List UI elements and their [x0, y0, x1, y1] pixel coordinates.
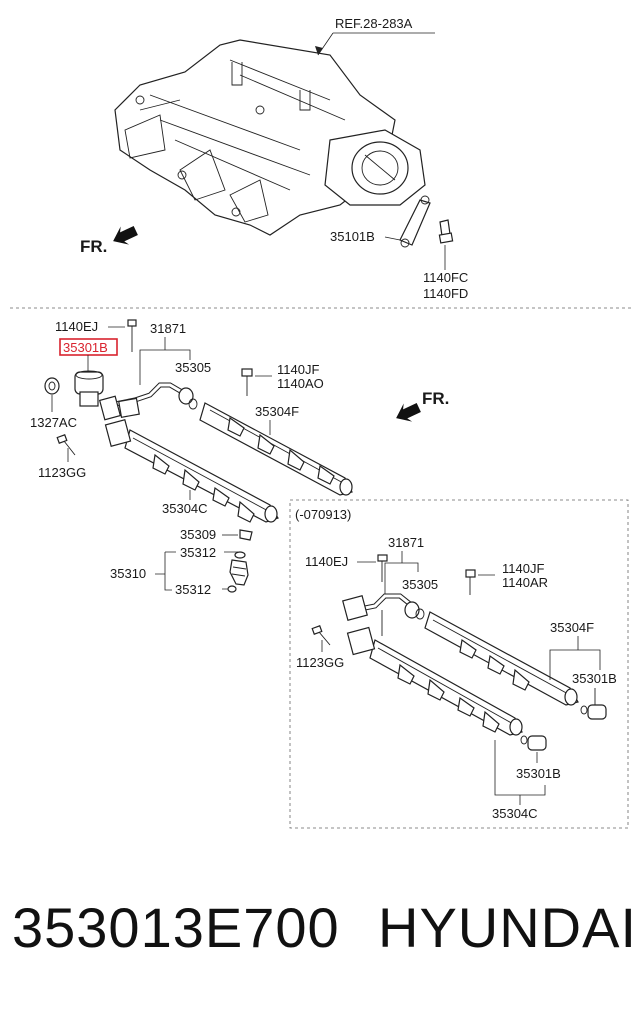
parts-diagram: REF.28-283A FR. 35101B 1140FC 1140FD 114… — [10, 16, 633, 829]
inset-rail-right-label: 35304F — [550, 620, 594, 635]
ref-label: REF.28-283A — [335, 16, 413, 31]
pressure-regulator — [74, 370, 104, 407]
bolt-label-a: 1140FC — [423, 270, 468, 285]
fuel-injector — [227, 551, 249, 593]
fr-label-middle: FR. — [422, 389, 449, 408]
oring-seal — [178, 387, 198, 410]
bolt-top-icon — [438, 219, 454, 244]
regulator-highlight-box[interactable] — [59, 338, 118, 356]
fr-arrow-top-icon — [113, 225, 138, 245]
seal-top-label: 35312 — [180, 545, 216, 560]
inset-fuel-pipe — [342, 593, 425, 636]
inset-bolt-right-label-b: 1140AR — [502, 575, 548, 590]
clip-label: 35309 — [180, 527, 216, 542]
ref-arrowhead — [315, 46, 323, 55]
part-number: 353013E700 — [12, 896, 340, 959]
bolt-icon — [377, 554, 388, 582]
inset-regulator-right-label: 35301B — [572, 671, 617, 686]
grommet — [44, 377, 60, 395]
fuel-rail-left — [104, 419, 279, 523]
bolt-icon — [241, 368, 253, 396]
inset-regulator-left — [520, 735, 547, 751]
fr-arrow-middle-icon — [396, 402, 421, 422]
inset-oring-label: 35305 — [402, 577, 438, 592]
bolt-icon — [56, 434, 76, 456]
inset-bolt-top-label: 1140EJ — [305, 554, 348, 569]
bolt-top-label: 1140EJ — [55, 319, 98, 334]
fuel-pipe — [98, 382, 184, 421]
seal-bottom-label: 35312 — [175, 582, 211, 597]
ref-leader — [317, 32, 435, 56]
inset-fuel-rail-right — [424, 611, 579, 706]
footer: 353013E700 HYUNDAI — [0, 895, 643, 995]
inset-pipe-label: 31871 — [388, 535, 424, 550]
inset-box — [289, 499, 629, 829]
pipe-label: 31871 — [150, 321, 186, 336]
inset-rail-left-label: 35304C — [492, 806, 538, 821]
grommet-label: 1327AC — [30, 415, 77, 430]
bolt-right-label-a: 1140JF — [277, 362, 319, 377]
brand-name: HYUNDAI — [378, 896, 638, 959]
fr-label-top: FR. — [80, 237, 107, 256]
inset-regulator-right — [580, 688, 607, 720]
bolt-icon — [311, 625, 331, 646]
fuel-rail-right — [199, 402, 353, 496]
regulator-label[interactable]: 35301B — [63, 340, 108, 355]
bolt-left-label: 1123GG — [38, 465, 86, 480]
bolt-label-b: 1140FD — [423, 286, 468, 301]
inset-bolt-right-label-a: 1140JF — [502, 561, 544, 576]
inset-regulator-left-label: 35301B — [516, 766, 561, 781]
clip — [239, 529, 253, 541]
intake-manifold — [114, 39, 396, 236]
manifold-bracket — [399, 195, 431, 248]
inset-bolt-left-label: 1123GG — [296, 655, 344, 670]
bolt-icon — [465, 569, 476, 595]
inset-title: (-070913) — [295, 507, 351, 522]
bolt-icon — [127, 319, 137, 352]
throttle-body — [324, 129, 426, 206]
inset-fuel-rail-left — [346, 626, 523, 736]
injector-label: 35310 — [110, 566, 146, 581]
rail-right-label: 35304F — [255, 404, 299, 419]
bracket-label: 35101B — [330, 229, 375, 244]
rail-left-label: 35304C — [162, 501, 208, 516]
bolt-right-label-b: 1140AO — [277, 376, 324, 391]
oring-label: 35305 — [175, 360, 211, 375]
